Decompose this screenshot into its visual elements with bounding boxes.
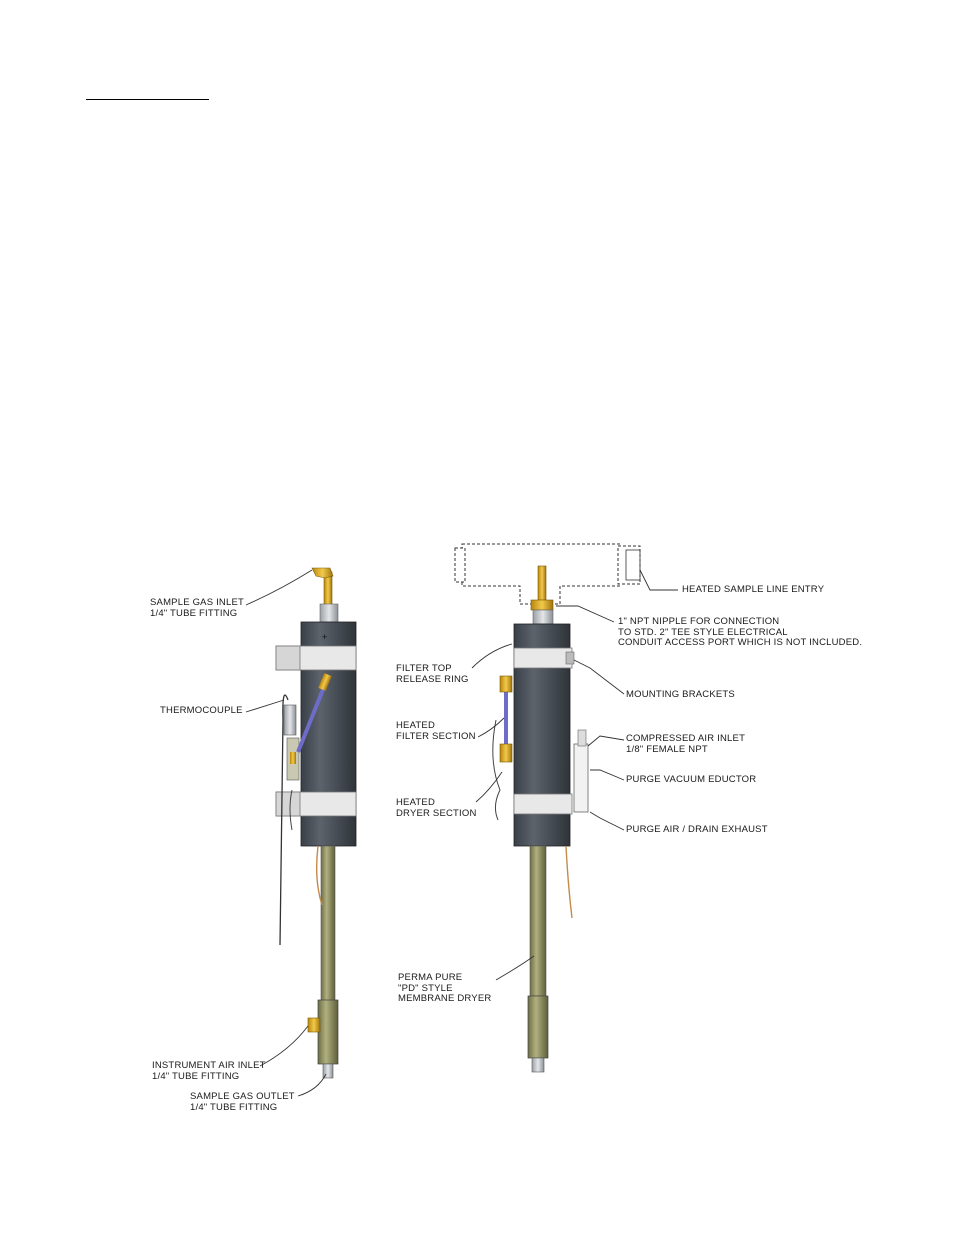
- label-heated-dryer-section: HEATED DRYER SECTION: [396, 797, 477, 819]
- left-inlet-elbow: [311, 567, 334, 579]
- right-unit: [454, 543, 641, 1073]
- label-thermocouple: THERMOCOUPLE: [160, 705, 243, 716]
- purge-eductor: [573, 743, 589, 813]
- label-membrane-dryer: PERMA PURE "PD" STYLE MEMBRANE DRYER: [398, 972, 492, 1004]
- label-heated-filter-section: HEATED FILTER SECTION: [396, 720, 476, 742]
- label-purge-air-drain-exhaust: PURGE AIR / DRAIN EXHAUST: [626, 824, 768, 835]
- label-instrument-air-inlet: INSTRUMENT AIR INLET 1/4" TUBE FITTING: [152, 1060, 266, 1082]
- label-sample-gas-outlet: SAMPLE GAS OUTLET 1/4" TUBE FITTING: [190, 1091, 295, 1113]
- right-upper-bracket: [513, 647, 573, 669]
- right-lower-bracket: [513, 793, 573, 815]
- label-compressed-air-inlet: COMPRESSED AIR INLET 1/8" FEMALE NPT: [626, 733, 746, 755]
- label-mounting-brackets: MOUNTING BRACKETS: [626, 689, 735, 700]
- label-sample-gas-inlet: SAMPLE GAS INLET 1/4" TUBE FITTING: [150, 597, 245, 619]
- left-purple-tube: [296, 681, 328, 753]
- left-unit: +: [275, 567, 357, 1079]
- svg-text:+: +: [322, 632, 327, 642]
- label-heated-sample-line-entry: HEATED SAMPLE LINE ENTRY: [682, 584, 825, 595]
- left-membrane-tube: [320, 845, 336, 1003]
- label-npt-nipple: 1" NPT NIPPLE FOR CONNECTION TO STD. 2" …: [618, 616, 863, 648]
- label-filter-top-release-ring: FILTER TOP RELEASE RING: [396, 663, 469, 685]
- thermocouple-wire: [279, 694, 289, 946]
- header-rule: [86, 99, 209, 100]
- leader-lines: [245, 569, 678, 1097]
- label-purge-vacuum-eductor: PURGE VACUUM EDUCTOR: [626, 774, 757, 785]
- right-membrane-tube: [529, 845, 547, 997]
